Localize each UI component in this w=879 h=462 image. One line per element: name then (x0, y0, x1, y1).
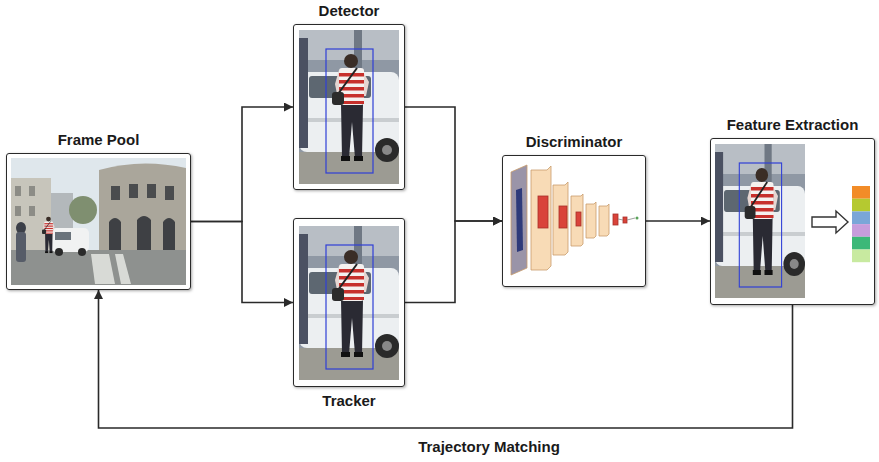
connector-arrow (405, 107, 502, 221)
node-heading: Frame Pool (58, 131, 140, 149)
node-heading: Feature Extraction (727, 116, 859, 134)
frame-pool-box: Frame Pool (6, 153, 191, 290)
node-heading: Discriminator (526, 133, 623, 151)
connector-arrow (191, 222, 293, 303)
feature-photo (715, 144, 805, 298)
tracker-photo (299, 226, 399, 380)
feature-extraction-box: Feature Extraction (710, 138, 875, 305)
connector-arrow (646, 220, 710, 222)
feature-vector (852, 186, 870, 262)
node-heading: Tracker (322, 392, 375, 410)
hollow-arrow (812, 211, 848, 233)
cnn-figure (511, 165, 639, 275)
street-photo (11, 158, 186, 285)
connector-arrow (191, 107, 293, 222)
detector-box: Detector (293, 24, 405, 190)
node-heading: Detector (319, 2, 380, 20)
box-grounds (6, 24, 875, 387)
detector-photo (299, 30, 399, 184)
edge-label: Trajectory Matching (415, 438, 563, 456)
connector-arrow (405, 221, 502, 303)
tracker-box: Tracker (293, 218, 405, 387)
connector-arrow (99, 290, 793, 428)
discriminator-box: Discriminator (502, 155, 646, 287)
